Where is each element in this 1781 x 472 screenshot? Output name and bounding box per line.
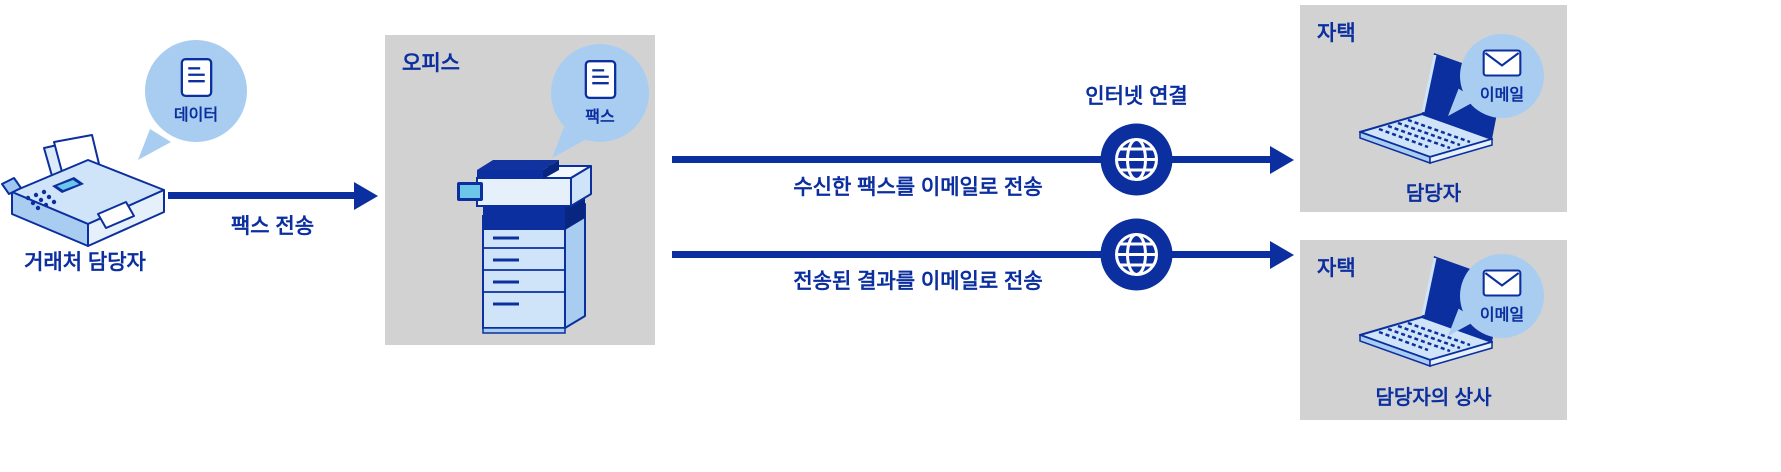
email-bubble-top-label: 이메일	[1479, 86, 1525, 104]
bottom-flow-arrowhead	[1270, 241, 1294, 269]
email-bubble-top: 이메일	[1460, 34, 1544, 118]
fax-send-arrow	[168, 192, 354, 199]
document-icon	[584, 59, 617, 100]
copier-illustration	[457, 160, 592, 334]
fax-bubble-label: 팩스	[585, 109, 615, 126]
fax-bubble: 팩스	[551, 44, 649, 142]
internet-label: 인터넷 연결	[1085, 85, 1188, 108]
data-bubble: 데이터	[145, 40, 247, 142]
bottom-flow-label: 전송된 결과를 이메일로 전송	[793, 270, 1043, 293]
top-flow-arrow	[672, 156, 1270, 163]
fax-send-arrow-label: 팩스 전송	[230, 215, 315, 238]
office-title: 오피스	[402, 52, 460, 75]
home-bottom-title: 자택	[1317, 257, 1356, 280]
top-flow-label: 수신한 팩스를 이메일로 전송	[793, 176, 1043, 199]
home-top-person-label: 담당자	[1405, 183, 1462, 205]
fax-machine-illustration	[1, 134, 165, 247]
home-bottom-person-label: 담당자의 상사	[1375, 387, 1492, 409]
email-bubble-bottom: 이메일	[1460, 254, 1544, 338]
data-bubble-label: 데이터	[173, 107, 219, 124]
envelope-icon	[1482, 268, 1522, 298]
fax-send-arrowhead	[354, 182, 378, 210]
bottom-flow-arrow	[672, 251, 1270, 258]
document-icon	[180, 57, 213, 98]
envelope-icon	[1482, 48, 1522, 78]
sender-label: 거래처 담당자	[24, 251, 146, 274]
top-flow-arrowhead	[1270, 146, 1294, 174]
home-top-title: 자택	[1317, 22, 1356, 45]
email-bubble-bottom-label: 이메일	[1479, 306, 1525, 324]
